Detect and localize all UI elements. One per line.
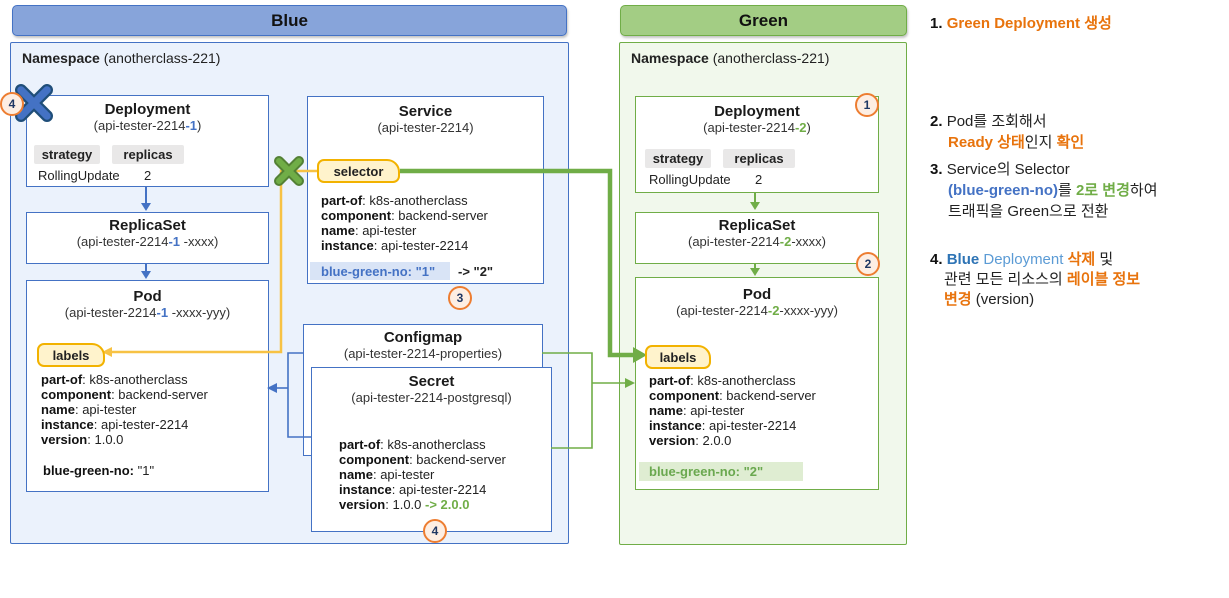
blue-deployment-title: Deployment xyxy=(104,101,191,118)
configmap-title: Configmap xyxy=(383,329,463,346)
secret-subtitle: (api-tester-2214-postgresql) xyxy=(351,390,512,405)
green-pod-subtitle: (api-tester-2214-2-xxxx-yyy) xyxy=(676,303,838,318)
green-namespace-header: Namespace (anotherclass-221) xyxy=(631,50,829,66)
blue-pod-labels-tag: labels xyxy=(37,343,105,367)
green-pod-label-row: part-of: k8s-anotherclass xyxy=(649,373,796,388)
step-4-badge-secret-version: 4 xyxy=(423,519,447,543)
blue-namespace-name: (anotherclass-221) xyxy=(99,50,221,66)
strategy-value: RollingUpdate xyxy=(649,172,731,187)
annotation-1-text: Green Deployment 생성 xyxy=(946,15,1112,32)
strategy-chip: strategy xyxy=(645,149,711,168)
blue-deployment-subtitle: (api-tester-2214-1) xyxy=(93,118,202,133)
blue-replicaset-title: ReplicaSet xyxy=(109,217,186,234)
green-pod-label-row: version: 2.0.0 xyxy=(649,433,732,448)
annotation-step-2-line-1: 2. Pod를 조회해서 xyxy=(930,113,1047,130)
secret-box: Secret (api-tester-2214-postgresql) part… xyxy=(311,367,552,532)
blue-pod-label-row: version: 1.0.0 xyxy=(41,432,124,447)
blue-pod-label-row: name: api-tester xyxy=(41,402,137,417)
annotation-step-3-line-2: (blue-green-no)를 2로 변경하여 xyxy=(948,182,1158,199)
annotation-step-4-line-1: 4. Blue Deployment 삭제 및 xyxy=(930,251,1114,268)
step-4-badge-blue-namespace: 4 xyxy=(0,92,24,116)
step-3-badge-service-selector: 3 xyxy=(448,286,472,310)
secret-version-change: -> 2.0.0 xyxy=(425,497,470,512)
configmap-subtitle: (api-tester-2214-properties) xyxy=(343,346,503,361)
service-title: Service xyxy=(398,103,453,120)
secret-title: Secret xyxy=(408,373,455,390)
service-subtitle: (api-tester-2214) xyxy=(377,120,474,135)
replicas-value: 2 xyxy=(755,172,763,187)
green-deployment-title: Deployment xyxy=(714,103,800,120)
replicas-chip: replicas xyxy=(723,149,795,168)
service-bluegreen-current: blue-green-no: "1" xyxy=(310,262,450,280)
replicas-value: 2 xyxy=(144,168,152,183)
green-namespace-label: Namespace xyxy=(631,50,709,66)
green-pod-label-row: name: api-tester xyxy=(649,403,745,418)
annotation-step-4-line-2: 관련 모든 리소스의 레이블 정보 xyxy=(944,271,1141,288)
annotation-step-3-line-1: 3. Service의 Selector xyxy=(930,161,1070,178)
green-replicaset-subtitle: (api-tester-2214-2-xxxx) xyxy=(687,234,826,249)
green-replicaset-title: ReplicaSet xyxy=(718,217,796,234)
annotation-step-4-line-3: 변경 (version) xyxy=(944,291,1035,308)
step-1-badge-green-deployment: 1 xyxy=(855,93,879,117)
green-pod-title: Pod xyxy=(742,286,772,303)
blue-pod-title: Pod xyxy=(133,288,162,305)
blue-pod-bluegreen-row: blue-green-no: "1" xyxy=(43,463,155,478)
blue-deployment-box: Deployment (api-tester-2214-1) strategy … xyxy=(26,95,269,187)
blue-pod-subtitle: (api-tester-2214-1 -xxxx-yyy) xyxy=(64,305,231,320)
secret-label-row: instance: api-tester-2214 xyxy=(339,482,487,497)
strategy-chip: strategy xyxy=(34,145,100,164)
green-replicaset-box: ReplicaSet (api-tester-2214-2-xxxx) xyxy=(635,212,879,264)
strategy-value: RollingUpdate xyxy=(38,168,120,183)
blue-pod-label-row: part-of: k8s-anotherclass xyxy=(41,372,188,387)
service-selector-tag: selector xyxy=(317,159,400,183)
secret-label-row: component: backend-server xyxy=(339,452,506,467)
blue-replicaset-box: ReplicaSet (api-tester-2214-1 -xxxx) xyxy=(26,212,269,264)
service-selector-row: component: backend-server xyxy=(321,208,488,223)
blue-namespace-label: Namespace xyxy=(22,50,100,66)
blue-pod-box: Pod (api-tester-2214-1 -xxxx-yyy) part-o… xyxy=(26,280,269,492)
blue-section-banner: Blue xyxy=(12,5,567,36)
annotation-step-2-line-2: Ready 상태인지 확인 xyxy=(948,134,1085,151)
annotation-step-1: 1. Green Deployment 생성 xyxy=(930,15,1112,32)
green-variant-2: -2 xyxy=(794,120,807,135)
service-bluegreen-change: -> "2" xyxy=(458,264,494,279)
green-deployment-subtitle: (api-tester-2214-2) xyxy=(703,120,811,135)
blue-pod-label-row: component: backend-server xyxy=(41,387,208,402)
annotation-step-3-line-3: 트래픽을 Green으로 전환 xyxy=(948,203,1109,220)
replicas-chip: replicas xyxy=(112,145,184,164)
green-pod-label-row: instance: api-tester-2214 xyxy=(649,418,797,433)
service-box: Service (api-tester-2214) part-of: k8s-a… xyxy=(307,96,544,284)
green-pod-bluegreen-highlight: blue-green-no: "2" xyxy=(639,462,803,481)
green-namespace-name: (anotherclass-221) xyxy=(708,50,830,66)
blue-replicaset-subtitle: (api-tester-2214-1 -xxxx) xyxy=(76,234,219,249)
green-pod-label-row: component: backend-server xyxy=(649,388,816,403)
green-deployment-box: Deployment (api-tester-2214-2) strategy … xyxy=(635,96,879,193)
service-selector-row: name: api-tester xyxy=(321,223,417,238)
blue-namespace-header: Namespace (anotherclass-221) xyxy=(22,50,220,66)
blue-variant-1: -1 xyxy=(185,118,197,133)
service-selector-row: part-of: k8s-anotherclass xyxy=(321,193,468,208)
step-2-badge-green-pod: 2 xyxy=(856,252,880,276)
secret-version-row: version: 1.0.0 -> 2.0.0 xyxy=(339,497,470,512)
secret-label-row: part-of: k8s-anotherclass xyxy=(339,437,486,452)
green-pod-labels-tag: labels xyxy=(645,345,711,369)
green-section-banner: Green xyxy=(620,5,907,36)
green-pod-box: Pod (api-tester-2214-2-xxxx-yyy) part-of… xyxy=(635,277,879,490)
blue-pod-label-row: instance: api-tester-2214 xyxy=(41,417,189,432)
service-selector-row: instance: api-tester-2214 xyxy=(321,238,469,253)
secret-label-row: name: api-tester xyxy=(339,467,435,482)
